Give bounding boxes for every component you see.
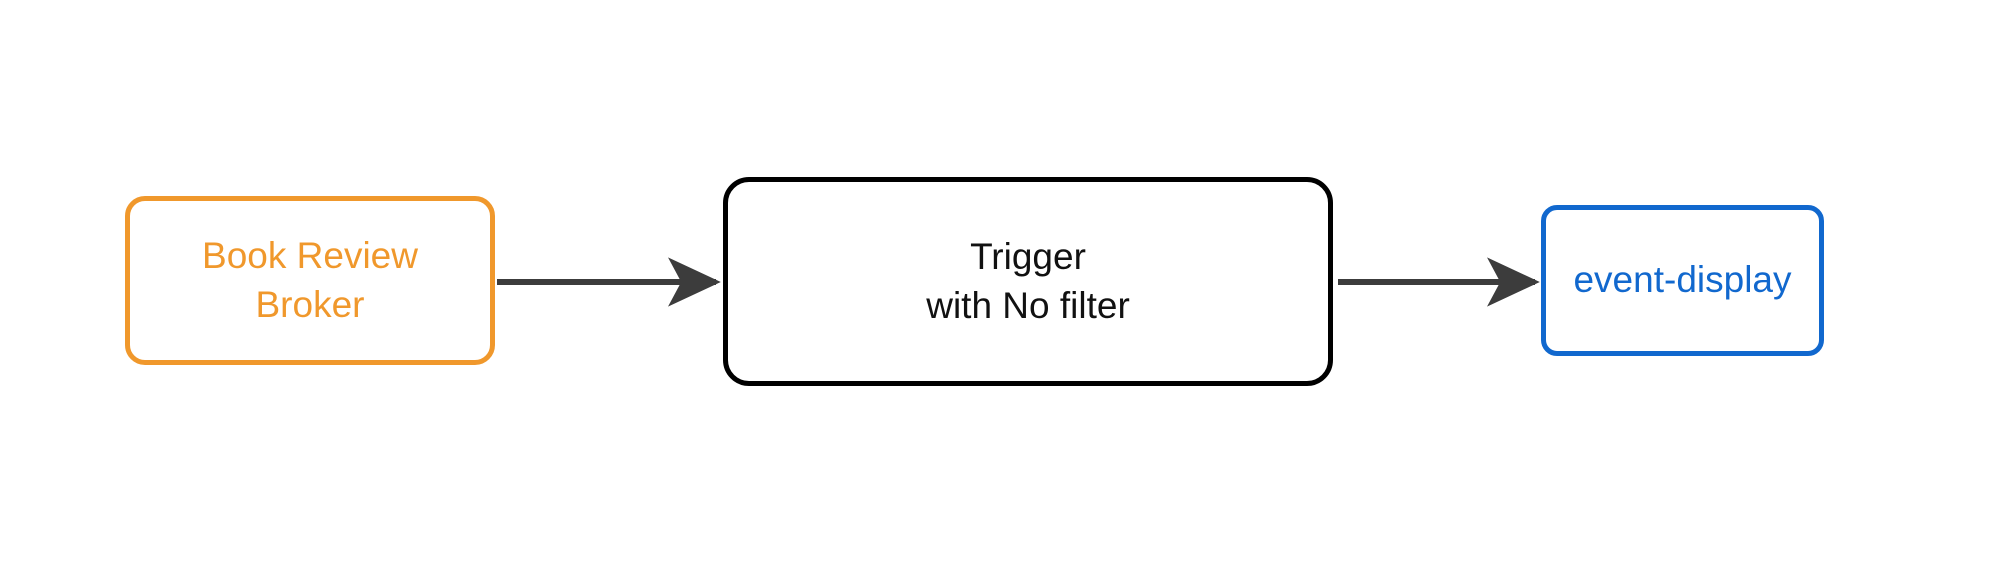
node-trigger[interactable]: Trigger with No filter <box>723 177 1333 386</box>
node-label-line-2: with No filter <box>926 284 1130 326</box>
node-label-line-2: Broker <box>255 283 365 325</box>
node-label-line-1: Book Review <box>202 234 418 276</box>
node-label-line-1: Trigger <box>970 235 1086 277</box>
node-label-line-1: event-display <box>1573 259 1792 301</box>
node-book-review-broker[interactable]: Book Review Broker <box>125 196 495 365</box>
node-event-display[interactable]: event-display <box>1541 205 1824 356</box>
